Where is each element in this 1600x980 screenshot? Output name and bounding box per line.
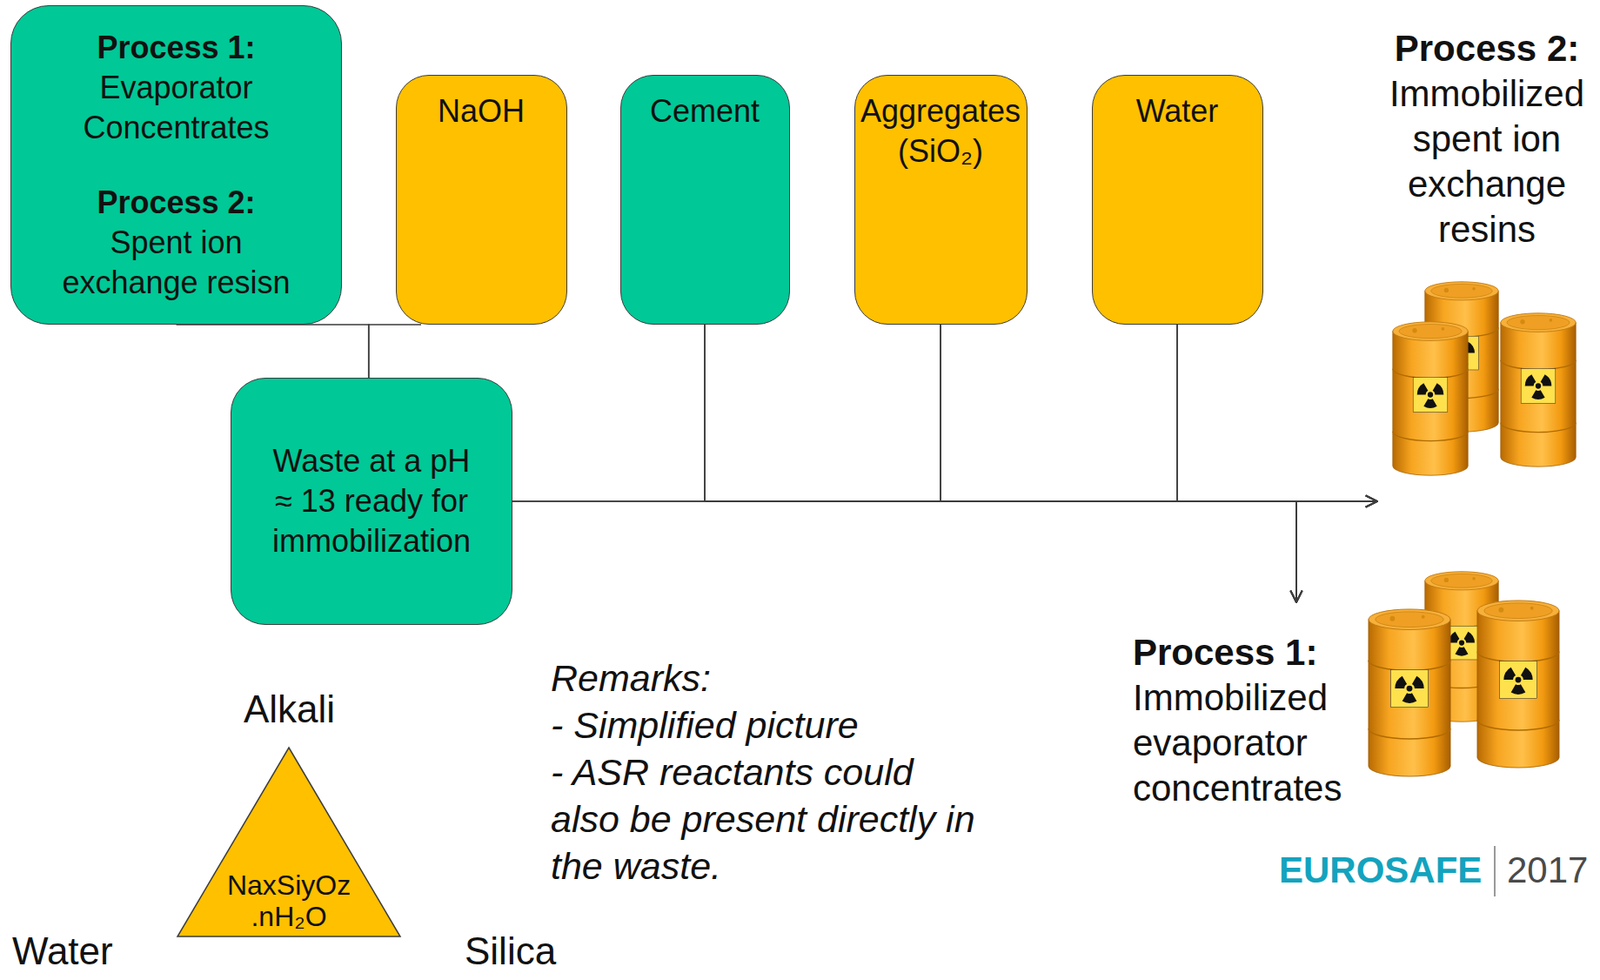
- node-text: Immobilized spent ion exchange resins: [1380, 71, 1594, 253]
- flow-connector: [368, 324, 422, 378]
- barrel-group: [1392, 281, 1576, 476]
- node-text: NaxSiyOz .nH₂O: [219, 869, 359, 932]
- cement-box: Cement: [620, 74, 790, 325]
- output-label: Process 1:Immobilized evaporator concent…: [1128, 602, 1357, 820]
- vertex-label: Water: [12, 929, 114, 974]
- logo-year: 2017: [1506, 848, 1588, 892]
- additive-box: Aggregates (SiO₂): [854, 74, 1028, 325]
- text-stack: Waste at a pH ≈ 13 ready for immobilizat…: [267, 441, 476, 562]
- node-text: Cement: [624, 91, 785, 132]
- node-heading: Process 1:: [50, 27, 303, 68]
- flow-connector: [940, 324, 1297, 603]
- logo-wordmark: EUROSAFE: [1278, 848, 1482, 892]
- barrel: [1477, 600, 1560, 768]
- vertex-label: Silica: [464, 929, 556, 974]
- node-text: Waste at a pH ≈ 13 ready for immobilizat…: [267, 441, 476, 562]
- node-heading: Process 1:: [1132, 629, 1353, 676]
- output-label: Process 2:Immobilized spent ion exchange…: [1377, 26, 1597, 514]
- text-stack: Aggregates (SiO₂): [858, 91, 1023, 172]
- triangle-node: NaxSiyOz .nH₂O: [176, 746, 402, 938]
- text-stack: Process 2:Immobilized spent ion exchange…: [1380, 26, 1594, 253]
- vertex-label: Alkali: [243, 687, 335, 732]
- barrel: [1392, 321, 1468, 476]
- text-stack: Water: [1096, 91, 1259, 132]
- triangle-outline: [177, 747, 401, 937]
- process-box: Waste at a pH ≈ 13 ready for immobilizat…: [230, 377, 513, 625]
- node-text: NaOH: [400, 91, 563, 132]
- node-heading: Process 2:: [1380, 26, 1594, 72]
- additive-box: Water: [1091, 74, 1264, 325]
- flow-connector: [704, 324, 1297, 603]
- remark-heading: Remarks:: [550, 654, 711, 702]
- logo-separator: [1493, 845, 1496, 897]
- text-stack: Process 1:Immobilized evaporator concent…: [1132, 629, 1353, 811]
- barrel-group: [1368, 571, 1560, 777]
- text-stack: Cement: [624, 91, 785, 132]
- remark-text: - Simplified picture: [550, 701, 859, 749]
- node-text: Evaporator Concentrates: [50, 67, 303, 148]
- flow-connector: [1177, 324, 1378, 502]
- barrel: [1500, 313, 1576, 467]
- waste-stream-box: Process 1:Evaporator ConcentratesProcess…: [10, 5, 342, 325]
- node-text: Aggregates (SiO₂): [858, 91, 1023, 172]
- node-heading: Process 2:: [50, 182, 303, 223]
- barrel: [1368, 609, 1451, 777]
- node-text: Water: [1096, 91, 1259, 132]
- node-text: Immobilized evaporator concentrates: [1132, 675, 1353, 811]
- text-stack: NaxSiyOz .nH₂O: [219, 869, 359, 932]
- flow-connector: [704, 324, 1378, 502]
- flow-connector: [1177, 324, 1297, 603]
- additive-box: NaOH: [395, 74, 568, 325]
- text-stack: NaOH: [400, 91, 563, 132]
- flow-connector: [512, 501, 1297, 603]
- node-text: Spent ion exchange resisn: [50, 222, 303, 303]
- remark-text: - ASR reactants could also be present di…: [550, 748, 991, 890]
- flow-connector: [940, 324, 1378, 502]
- text-stack: Process 1:Evaporator ConcentratesProcess…: [50, 27, 303, 303]
- flow-connector: [176, 324, 369, 378]
